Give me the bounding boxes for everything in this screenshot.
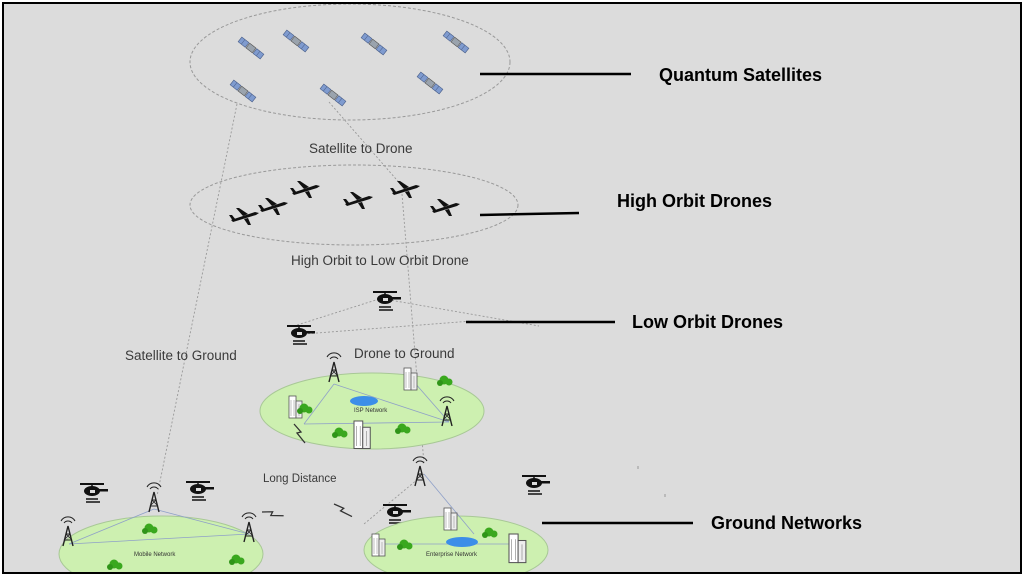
satellite-icon <box>442 30 470 54</box>
layer-label-high-drones: High Orbit Drones <box>617 191 772 211</box>
satellite-icon <box>229 79 257 103</box>
satellite-icons <box>229 29 470 107</box>
satellite-icon <box>319 83 347 107</box>
helicopter-icon <box>79 483 109 503</box>
satellite-icon <box>416 71 444 95</box>
building-icon <box>403 367 418 391</box>
cell-tower-icon <box>146 482 162 513</box>
cell-tower-icon <box>412 456 428 487</box>
network-diagram: ISP Network Mobile Network Enterprise Ne… <box>58 4 862 572</box>
plane-icons <box>229 181 460 225</box>
tree-icon <box>437 375 453 386</box>
isp-network-label: ISP Network <box>354 408 388 414</box>
lightning-icon <box>333 498 353 522</box>
plane-icon <box>343 192 373 209</box>
plane-icon <box>290 181 320 198</box>
helicopter-icon <box>286 325 316 345</box>
enterprise-network: Enterprise Network <box>363 456 549 572</box>
enterprise-network-label: Enterprise Network <box>426 552 478 558</box>
helicopter-icon <box>521 475 551 495</box>
plane-icon <box>258 198 288 215</box>
satellite-icon <box>282 29 310 53</box>
link-label-satellite-to-drone: Satellite to Drone <box>309 141 413 156</box>
mobile-network: Mobile Network <box>58 482 264 572</box>
drone-cloud <box>189 164 519 246</box>
helicopter-icon <box>185 481 215 501</box>
satellite-icon <box>237 36 265 60</box>
plane-icon <box>430 199 460 216</box>
connection-lines <box>156 101 540 525</box>
mobile-network-label: Mobile Network <box>134 552 176 558</box>
isp-network: ISP Network <box>259 352 485 450</box>
satellite-cloud <box>189 4 511 121</box>
link-label-satellite-to-ground: Satellite to Ground <box>125 348 237 363</box>
layer-label-low-drones: Low Orbit Drones <box>632 312 783 332</box>
lake <box>446 537 478 547</box>
plane-icon <box>390 181 420 198</box>
lightning-icon <box>261 502 285 525</box>
helicopter-icon <box>382 504 412 524</box>
link-label-high-to-low-drone: High Orbit to Low Orbit Drone <box>291 253 469 268</box>
link-label-long-distance: Long Distance <box>263 473 337 485</box>
lake <box>350 396 378 406</box>
layer-label-satellites: Quantum Satellites <box>659 65 822 85</box>
link-label-drone-to-ground: Drone to Ground <box>354 346 455 361</box>
plane-icon <box>229 208 259 225</box>
satellite-icon <box>360 32 388 56</box>
layer-label-ground: Ground Networks <box>711 513 862 533</box>
callout-lines <box>466 72 693 525</box>
